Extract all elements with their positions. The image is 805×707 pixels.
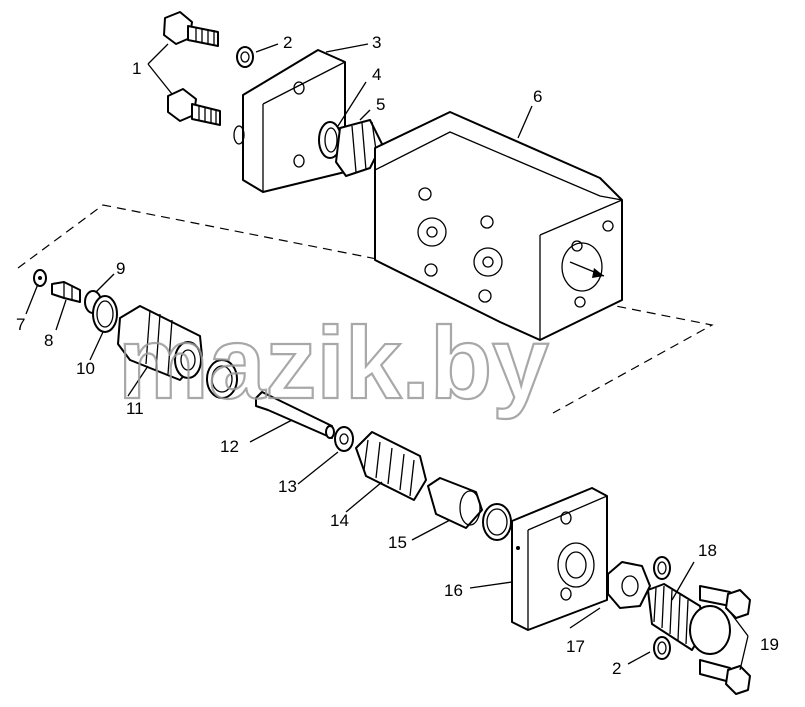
spring-cap: [427, 477, 483, 529]
lock-washer-upper: [236, 46, 254, 68]
callout-14: 14: [330, 511, 349, 530]
leader-lines: [25, 43, 749, 671]
orifice-plug: [51, 281, 81, 303]
callout-6: 6: [533, 87, 542, 106]
bolt-upper: [163, 11, 219, 47]
callout-5: 5: [376, 95, 385, 114]
o-ring-medium: [92, 295, 118, 333]
cover-plate-lower: [511, 487, 608, 631]
callout-12: 12: [220, 437, 239, 456]
cover-plate-upper: [233, 49, 346, 193]
callout-17: 17: [566, 637, 585, 656]
o-ring-cap: [482, 503, 512, 541]
o-ring-sleeve: [206, 359, 238, 399]
watermark: mazik.by: [118, 306, 549, 420]
washer-small: [33, 269, 47, 287]
callout-9: 9: [116, 259, 125, 278]
bolt-lower-right-upper: [699, 585, 751, 619]
washer-spring-seat: [334, 426, 354, 452]
callout-18: 18: [698, 541, 717, 560]
bolt-lower: [167, 88, 221, 126]
callout-13: 13: [278, 477, 297, 496]
valve-sleeve: [117, 305, 203, 381]
plug: [335, 119, 383, 177]
callout-19: 19: [760, 635, 779, 654]
lock-nut: [607, 561, 651, 609]
callout-11: 11: [126, 399, 144, 418]
assembly-outline: [17, 204, 714, 414]
bolt-lower-right-lower: [699, 659, 751, 695]
callout-15: 15: [388, 533, 407, 552]
callout-1: 1: [132, 59, 141, 78]
spool: [255, 391, 335, 439]
callout-2-lower: 2: [612, 659, 621, 678]
callout-16: 16: [444, 581, 463, 600]
adjusting-screw: [647, 583, 731, 655]
lock-washer-lower-left: [653, 636, 671, 660]
spring: [355, 431, 427, 501]
callout-7: 7: [16, 315, 25, 334]
callout-10: 10: [76, 359, 95, 378]
callout-labels: 1 2 3 4 5 6 7 8 9 10 11 12 13 14 15 16 1…: [16, 33, 779, 678]
callout-8: 8: [44, 331, 53, 350]
callout-4: 4: [372, 65, 381, 84]
o-ring-upper: [318, 121, 342, 159]
callout-2-upper: 2: [283, 33, 292, 52]
lock-washer-lower-right: [653, 556, 671, 580]
callout-3: 3: [372, 33, 381, 52]
valve-body: [374, 111, 623, 341]
